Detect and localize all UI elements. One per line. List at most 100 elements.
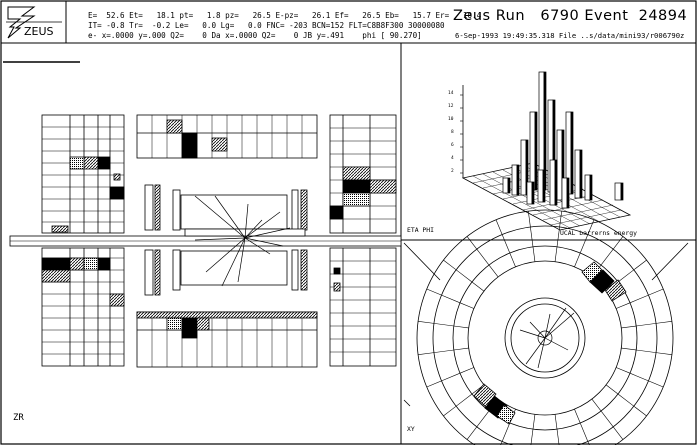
xy-sector-divider [612,426,624,440]
xy-view [403,209,689,445]
xy-deposit-ll2 [473,383,497,408]
xy-sector-divider [459,367,474,374]
event-timestamp-file: 6-Sep-1993 19:49:35.318 File ..s/data/mi… [455,31,685,40]
xy-sector-divider [441,294,461,304]
lego-tick-label: 4 [451,156,454,161]
lego-tick-label: 6 [451,143,454,148]
xy-sector-divider [633,405,647,417]
event-kinematics-line-1: E= 52.6 Et= 18.1 pt= 1.8 pz= 26.5 E-pz= … [88,11,482,20]
event-kinematics-line-2: IT= -0.8 Tr= -0.2 Le= 0.0 Lg= 0.0 FNC= -… [88,21,445,30]
xy-sector-divider [600,248,614,266]
lego-caption: UCAL barrerns energy [560,229,637,237]
zeus-logo-text: ZEUS [24,25,54,38]
zr-rear-calorimeter-top [41,114,125,234]
xy-sector-divider [459,302,474,309]
lego-tick-label: 8 [451,130,454,135]
xy-sector-divider [600,410,614,428]
xy-sector-divider [574,252,581,267]
zr-barrel-calorimeter-bottom [136,311,318,368]
xy-sector-divider [621,325,637,329]
xy-sector-divider [466,236,478,250]
xy-sector-divider [617,269,635,283]
xy-sector-divider [509,252,516,267]
xy-sector-divider [587,441,590,445]
xy-sector-divider [488,264,499,278]
xy-sector-divider [579,422,589,442]
lego-tick-label: 14 [448,91,454,96]
xy-sector-divider [501,422,511,442]
lego-tick-label: 12 [448,104,454,109]
zr-view [9,114,402,368]
xy-deposit-ll3 [496,404,516,425]
xy-sector-divider [656,352,672,356]
xy-sector-divider [418,352,434,356]
xy-deposit-ur2 [604,279,627,302]
xy-sector-divider [466,426,478,440]
xy-sector-divider [633,259,647,271]
xy-sector-divider [500,441,503,445]
xy-sector-divider [455,269,473,283]
xy-sector-divider [616,302,631,309]
lego-bars [502,71,624,209]
xy-sector-divider [501,234,511,254]
xy-sector-divider [617,393,635,407]
zr-tracks [194,195,291,287]
lego-view-label: ETA PHI [407,226,434,234]
xy-sector-divider [656,320,672,324]
lego-plot [460,71,632,231]
xy-sector-divider [587,219,595,235]
xy-sector-divider [616,367,631,374]
xy-sector-divider [530,226,534,247]
xy-sector-divider [532,414,536,430]
xy-calorimeter-sectors [418,211,672,445]
xy-sector-divider [476,410,490,428]
xy-sector-divider [426,380,442,388]
lego-tick-label: 10 [448,117,454,122]
xy-sector-divider [453,325,469,329]
xy-sector-divider [579,234,589,254]
xy-sector-divider [443,405,457,417]
xy-sector-divider [433,349,454,353]
xy-sector-divider [636,323,657,327]
xy-sector-divider [433,323,454,327]
xy-sector-divider [495,219,503,235]
lego-tick-label: 2 [451,169,454,174]
xy-sector-divider [559,211,563,227]
xy-tracks [519,307,575,369]
xy-sector-divider [621,347,637,351]
xy-sector-divider [455,393,473,407]
xy-sector-divider [554,414,558,430]
zr-inner-detectors [144,184,308,296]
xy-sector-divider [527,211,531,227]
xy-sector-divider [612,236,624,250]
xy-view-label: XY [407,425,415,433]
zr-rear-calorimeter-bottom [41,247,125,367]
xy-sector-divider [629,372,649,382]
zr-view-label: ZR [13,413,24,423]
xy-sector-divider [605,384,619,395]
xy-sector-divider [441,372,461,382]
xy-sector-divider [648,288,664,296]
xy-sector-divider [556,429,560,445]
xy-sector-divider [453,347,469,351]
xy-sector-divider [636,349,657,353]
xy-deposit-ur [589,269,615,294]
xy-sector-divider [530,429,534,445]
zr-barrel-calorimeter-top [136,114,318,159]
xy-sector-divider [556,226,560,247]
event-kinematics-line-3: e- x=.0000 y=.000 Q2= 0 Da x=.0000 Q2= 0… [88,31,422,40]
xy-sector-divider [591,398,602,412]
xy-sector-divider [574,409,581,424]
xy-sector-divider [554,246,558,262]
xy-sector-divider [426,288,442,296]
run-event-title: Zeus Run 6790 Event 24894 [453,8,688,24]
xy-sector-divider [476,248,490,266]
xy-deposit-ur3 [581,261,603,283]
xy-sector-divider [629,294,649,304]
xy-sector-divider [648,380,664,388]
xy-sector-divider [418,320,434,324]
xy-sector-divider [471,281,485,292]
xy-sector-divider [443,259,457,271]
xy-sector-divider [532,246,536,262]
